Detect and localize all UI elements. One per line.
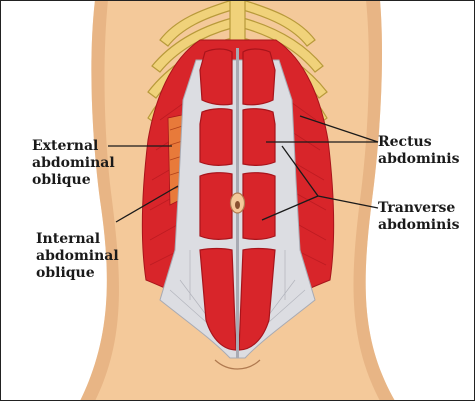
label-internal-line-2: abdominal: [36, 248, 119, 264]
label-external-oblique: External abdominal oblique: [32, 138, 115, 188]
torso-shadow-right: [353, 0, 395, 401]
label-external-line-2: abdominal: [32, 155, 115, 171]
label-rectus-line-1: Rectus: [378, 134, 432, 150]
rectus-right-3: [242, 172, 276, 240]
pelvic-crease: [214, 359, 261, 370]
rectus-abdominis: [199, 48, 276, 351]
rib-left-1: [159, 0, 233, 47]
label-transverse-line-2: abdominis: [378, 217, 460, 233]
leader-internal: [115, 185, 179, 223]
rib-right-1: [242, 0, 316, 47]
label-external-line-1: External: [32, 138, 98, 154]
label-internal-line-3: oblique: [36, 265, 95, 281]
torso-shadow-left: [80, 0, 119, 401]
leader-transverse-2: [281, 145, 319, 197]
navel-center: [235, 201, 240, 209]
label-internal-oblique: Internal abdominal oblique: [36, 231, 119, 281]
rectus-right-2: [242, 108, 276, 166]
leader-transverse-3: [261, 195, 319, 221]
label-internal-line-1: Internal: [36, 231, 100, 247]
rectus-left-1: [199, 48, 233, 106]
label-transverse-abdominis: Tranverse abdominis: [378, 200, 460, 233]
leader-lines: [108, 115, 379, 223]
rectus-right-1: [242, 48, 276, 106]
rib-right-2: [242, 17, 324, 73]
rib-left-2: [151, 17, 233, 73]
leader-rectus-2: [299, 115, 379, 143]
label-external-line-3: oblique: [32, 172, 91, 188]
rectus-left-2: [199, 108, 233, 166]
label-rectus-abdominis: Rectus abdominis: [378, 134, 460, 167]
label-transverse-line-1: Tranverse: [378, 200, 455, 216]
label-rectus-line-2: abdominis: [378, 151, 460, 167]
rectus-left-3: [199, 172, 233, 240]
leader-transverse-1: [317, 195, 379, 209]
